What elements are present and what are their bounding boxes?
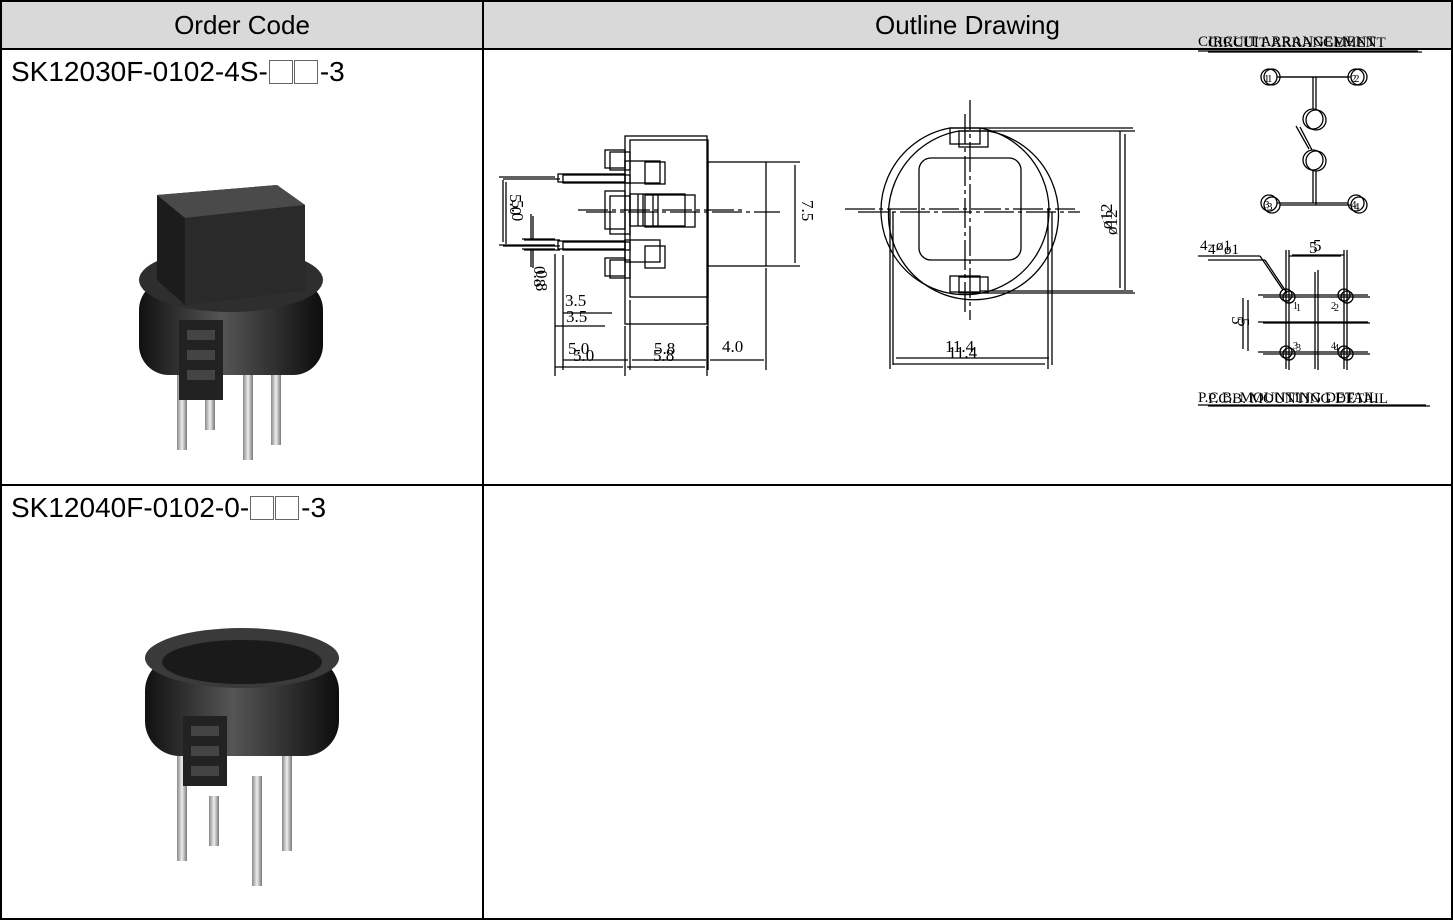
terminal-label: 2 (1351, 73, 1357, 85)
side-view-cap (707, 161, 767, 267)
option-box (268, 60, 293, 84)
outline-drawing-2: 3.5 5.0 5.8 11.4 5.0 0.8 ø12 CIRCUIT ARR… (499, 34, 1426, 406)
dim-dia: ø12 (1097, 204, 1116, 230)
dim-b: 5.8 (653, 346, 674, 365)
side-view-pin-bottom (562, 241, 631, 251)
order-code-suffix: -3 (319, 56, 345, 87)
terminal-label: 3 (1264, 199, 1270, 211)
dim-pin: 0.8 (532, 270, 551, 291)
hole-num: 1 (1293, 301, 1298, 312)
terminal-label: 4 (1351, 199, 1357, 211)
option-box (293, 60, 318, 84)
side-view-pin-top (557, 173, 626, 183)
order-code-suffix: -3 (301, 492, 327, 523)
outline-drawing-cell-1: 3.5 5.0 5.8 4.0 11.4 5.0 0.8 7.5 ø12 CIR… (482, 35, 1453, 486)
dim-lead: 3.5 (565, 291, 586, 310)
dim-a: 5.0 (573, 346, 594, 365)
option-box (250, 496, 275, 520)
hole-num: 4 (1334, 343, 1339, 354)
order-code-prefix: SK12030F-0102-4S- (11, 56, 268, 87)
order-code-prefix: SK12040F-0102-0- (11, 492, 250, 523)
outline-drawing-1: 3.5 5.0 5.8 4.0 11.4 5.0 0.8 7.5 ø12 CIR… (503, 35, 1430, 407)
hole-num: 3 (1293, 341, 1298, 352)
hole-num: 2 (1331, 301, 1336, 312)
dim-width: 11.4 (948, 343, 978, 362)
hole-label: 4−ø1 (1200, 238, 1231, 254)
side-view-pin-bottom (557, 240, 626, 250)
dim-dia: ø12 (1102, 210, 1121, 236)
hole-num: 2 (1334, 303, 1339, 314)
order-code-cell-1: SK12030F-0102-4S- -3 (0, 48, 484, 486)
order-code-1: SK12030F-0102-4S- -3 (11, 56, 345, 88)
hole-num: 1 (1296, 303, 1301, 314)
outline-drawing-cell-2: 3.5 5.0 5.8 11.4 5.0 0.8 ø12 CIRCUIT ARR… (482, 34, 1453, 920)
pitch-h: 5 (1313, 236, 1322, 255)
dim-pin: 0.8 (530, 266, 549, 287)
pitch-h: 5 (1309, 238, 1318, 257)
product-photo-2 (145, 628, 339, 886)
dim-pitch: 5.0 (506, 194, 525, 215)
pcb-title: P.C.B. MOUNTING DETAIL (1208, 391, 1388, 407)
order-code-2: SK12040F-0102-0- -3 (11, 492, 326, 524)
product-photo-1 (139, 185, 323, 460)
terminal-label: 4 (1354, 201, 1360, 213)
terminal-label: 1 (1267, 73, 1273, 85)
hole-label: 4−ø1 (1208, 242, 1239, 258)
terminal-label: 2 (1354, 73, 1360, 85)
order-code-cell-2: SK12040F-0102-0- -3 (0, 484, 484, 920)
terminal-label: 3 (1267, 201, 1273, 213)
front-view-outline (887, 130, 1060, 301)
hole-num: 4 (1331, 341, 1336, 352)
dim-width: 11.4 (945, 337, 975, 356)
hole-num: 3 (1296, 343, 1301, 354)
dim-a: 5.0 (568, 339, 589, 358)
circuit-title: CIRCUIT ARRANGEMENT (1208, 35, 1386, 51)
circuit-title: CIRCUIT ARRANGEMENT (1198, 34, 1376, 50)
dim-height: 7.5 (798, 200, 817, 221)
side-view-pin-top (562, 174, 631, 184)
dim-c: 4.0 (722, 337, 743, 356)
dim-b: 5.8 (654, 339, 675, 358)
side-view-body (624, 135, 708, 325)
terminal-label: 1 (1264, 73, 1270, 85)
dim-pitch: 5.0 (508, 200, 527, 221)
dim-lead: 3.5 (566, 307, 587, 326)
pcb-title: P.C.B. MOUNTING DETAIL (1198, 390, 1378, 406)
pitch-v: 5 (1228, 316, 1247, 325)
header-order-code: Order Code (0, 0, 484, 50)
option-box (275, 496, 300, 520)
